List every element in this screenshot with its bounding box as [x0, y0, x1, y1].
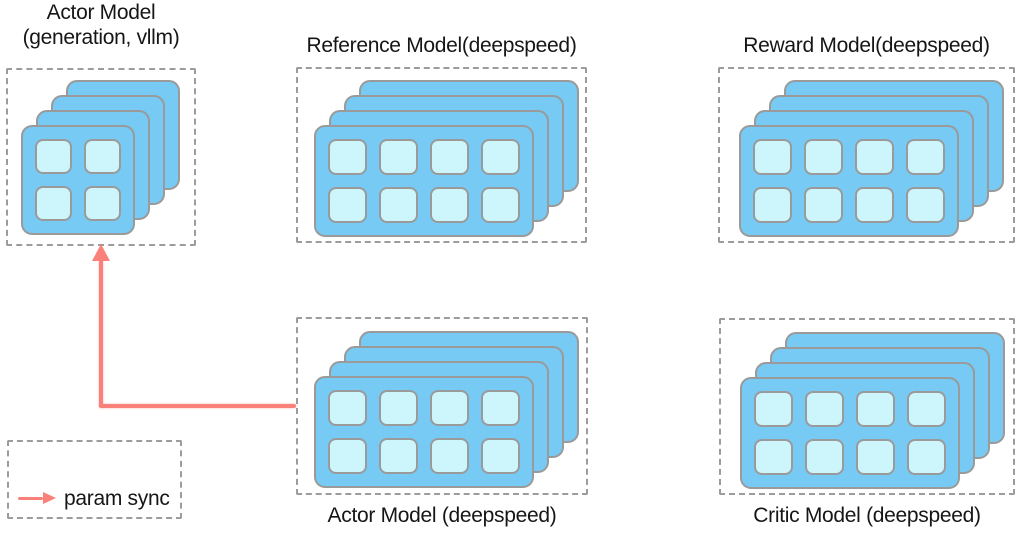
gpu-grid	[23, 127, 133, 233]
gpu-cell	[855, 139, 894, 175]
node-title-reference: Reference Model(deepspeed)	[306, 34, 577, 57]
gpu-cell	[856, 391, 895, 427]
node-title-reward: Reward Model(deepspeed)	[743, 34, 990, 57]
gpu-cell	[753, 187, 792, 223]
gpu-cell	[753, 139, 792, 175]
gpu-cell	[379, 390, 418, 426]
gpu-cell	[379, 139, 418, 175]
gpu-cell	[328, 139, 367, 175]
dashed-box-actor-deepspeed	[296, 317, 588, 495]
gpu-cell	[328, 390, 367, 426]
gpu-cell	[481, 139, 520, 175]
gpu-cell	[805, 439, 844, 475]
dashed-box-critic	[719, 318, 1015, 495]
param-sync-arrow-horizontal-segment	[99, 404, 296, 408]
gpu-cell	[481, 438, 520, 474]
dashed-box-reward	[718, 67, 1015, 243]
gpu-grid	[316, 378, 532, 486]
gpu-card-stack	[314, 80, 579, 237]
legend-right-arrow-icon	[43, 492, 56, 504]
node-title-line: (generation, vllm)	[22, 26, 180, 49]
gpu-cell	[481, 390, 520, 426]
gpu-cell	[855, 187, 894, 223]
gpu-cell	[754, 391, 793, 427]
legend-label: param sync	[64, 487, 170, 510]
gpu-card-front	[314, 376, 534, 488]
gpu-grid	[741, 127, 957, 235]
gpu-card-front	[740, 377, 960, 489]
gpu-cell	[430, 187, 469, 223]
gpu-card-stack	[21, 80, 180, 235]
legend-box: param sync	[7, 440, 182, 519]
gpu-cell	[84, 139, 121, 174]
dashed-box-reference	[296, 67, 587, 243]
gpu-cell	[35, 186, 72, 221]
gpu-card-stack	[740, 332, 1005, 489]
gpu-card-front	[739, 125, 959, 237]
gpu-cell	[907, 391, 946, 427]
gpu-cell	[907, 439, 946, 475]
gpu-cell	[430, 139, 469, 175]
gpu-card-front	[21, 125, 135, 235]
gpu-cell	[84, 186, 121, 221]
gpu-card-front	[314, 125, 534, 237]
gpu-cell	[754, 439, 793, 475]
node-title-actor-vllm: Actor Model (generation, vllm)	[0, 0, 202, 50]
gpu-cell	[906, 139, 945, 175]
gpu-cell	[804, 187, 843, 223]
gpu-cell	[906, 187, 945, 223]
gpu-cell	[804, 139, 843, 175]
gpu-grid	[316, 127, 532, 235]
gpu-cell	[328, 438, 367, 474]
gpu-cell	[481, 187, 520, 223]
param-sync-arrow-vertical-segment	[99, 259, 103, 407]
legend-arrow-line	[18, 497, 43, 500]
node-title-line: Actor Model	[46, 1, 156, 24]
node-title-critic: Critic Model (deepspeed)	[753, 504, 981, 527]
param-sync-arrow-up-head-icon	[92, 244, 110, 261]
node-title-actor-deepspeed: Actor Model (deepspeed)	[327, 504, 557, 527]
gpu-card-stack	[314, 331, 579, 488]
gpu-cell	[379, 438, 418, 474]
gpu-cell	[856, 439, 895, 475]
gpu-grid	[742, 379, 958, 487]
gpu-cell	[379, 187, 418, 223]
gpu-cell	[35, 139, 72, 174]
gpu-cell	[328, 187, 367, 223]
gpu-cell	[430, 438, 469, 474]
gpu-cell	[430, 390, 469, 426]
gpu-card-stack	[739, 80, 1004, 237]
dashed-box-actor-vllm	[6, 68, 196, 246]
gpu-cell	[805, 391, 844, 427]
